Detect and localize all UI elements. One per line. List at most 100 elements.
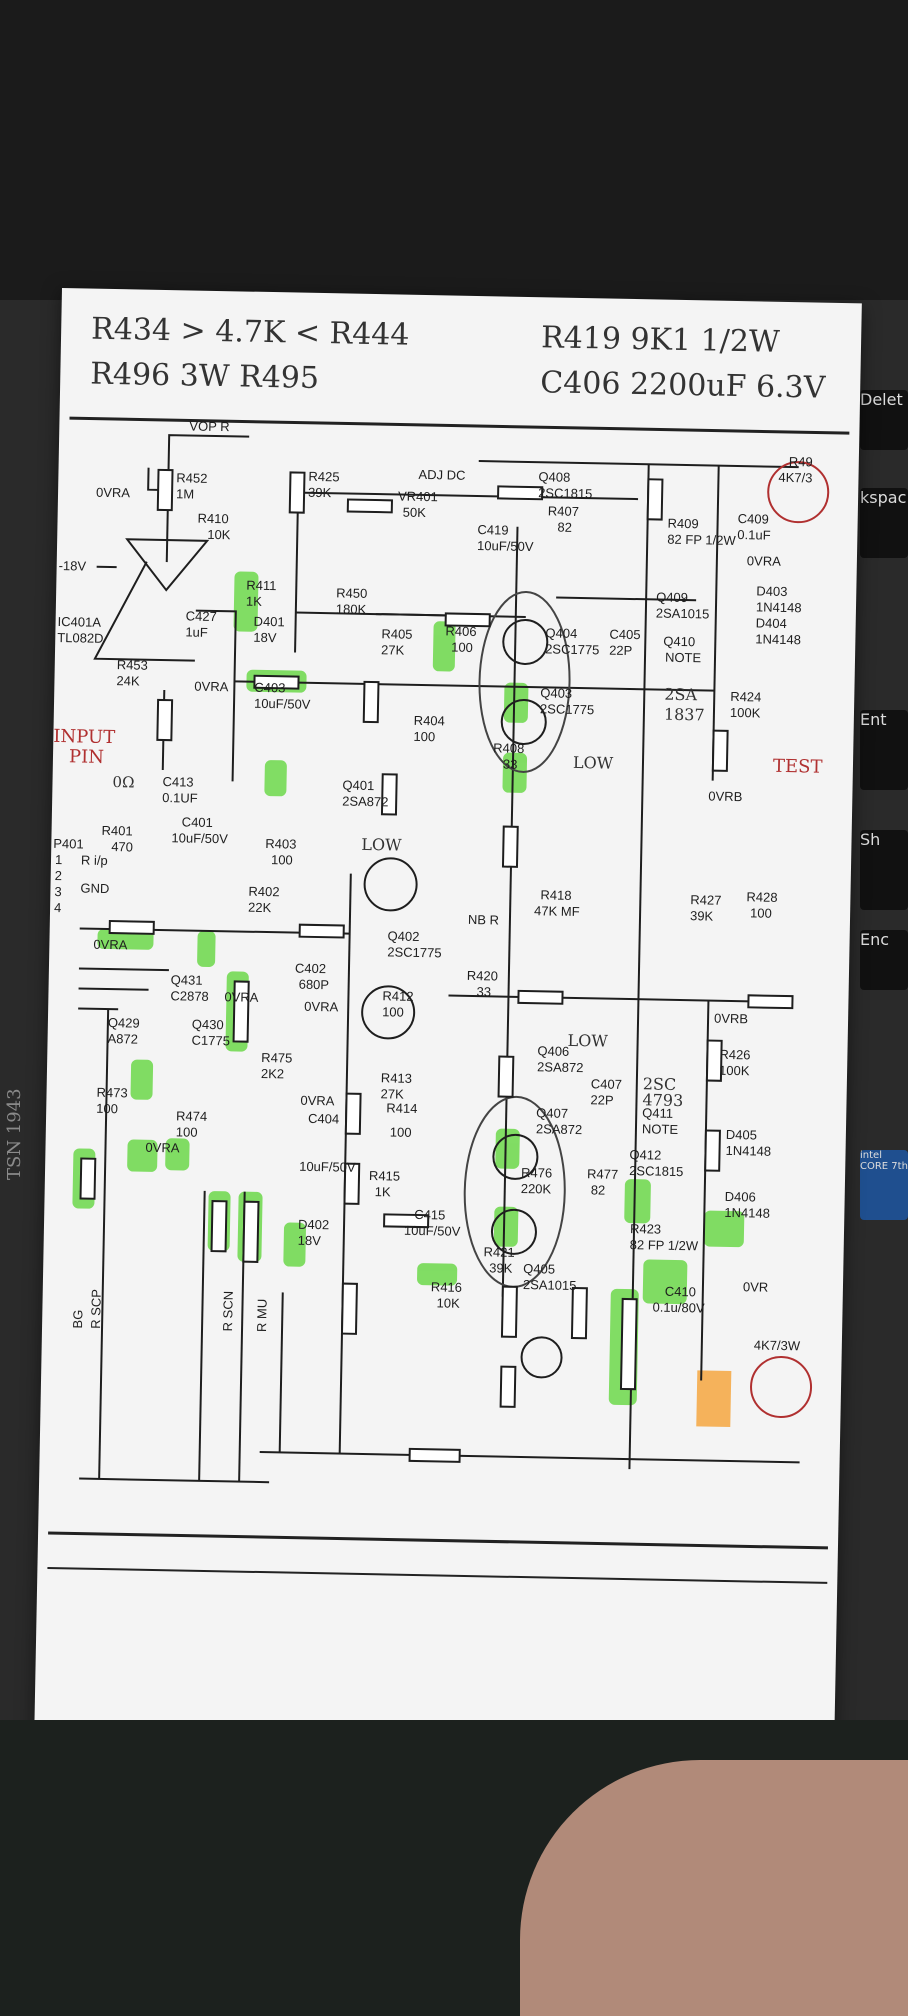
svg-text:C415: C415 [414,1207,445,1223]
hand [520,1760,908,2016]
svg-text:Q411: Q411 [642,1105,673,1121]
svg-text:0VRA: 0VRA [96,485,131,501]
svg-text:ADJ DC: ADJ DC [418,467,465,483]
svg-text:0.1u/80V: 0.1u/80V [652,1300,705,1316]
svg-text:NOTE: NOTE [642,1121,679,1137]
svg-text:C409: C409 [738,511,769,527]
svg-text:22P: 22P [590,1092,613,1107]
svg-text:1N4148: 1N4148 [755,631,801,647]
svg-text:2SC1775: 2SC1775 [387,944,441,960]
svg-text:R418: R418 [540,887,571,903]
svg-text:C405: C405 [609,627,640,643]
svg-text:18V: 18V [253,630,277,645]
svg-text:R411: R411 [246,578,276,594]
svg-text:R408: R408 [493,740,524,756]
svg-text:R496 3W R495: R496 3W R495 [90,357,319,396]
svg-text:100K: 100K [719,1063,750,1079]
svg-text:R421: R421 [483,1244,514,1260]
svg-text:33: 33 [503,757,518,772]
svg-text:R49: R49 [789,454,813,469]
svg-text:R475: R475 [261,1050,292,1066]
circuit-wires [78,434,800,1484]
svg-text:1uF: 1uF [185,624,208,639]
svg-text:4793: 4793 [642,1090,683,1110]
svg-text:100: 100 [96,1101,118,1116]
svg-text:100K: 100K [730,705,761,721]
svg-text:2K2: 2K2 [261,1066,284,1081]
svg-text:100: 100 [451,640,473,655]
svg-text:C407: C407 [591,1076,622,1092]
svg-text:R409: R409 [667,516,698,532]
svg-text:2SC1815: 2SC1815 [538,485,592,501]
svg-text:Q408: Q408 [538,469,570,485]
svg-text:C419: C419 [477,522,508,538]
svg-text:R407: R407 [548,503,579,519]
svg-text:10uF/50V: 10uF/50V [299,1159,356,1175]
svg-text:2: 2 [55,868,63,883]
svg-text:0VRA: 0VRA [747,553,782,569]
svg-text:2SA872: 2SA872 [536,1121,583,1137]
svg-text:100: 100 [271,852,293,867]
svg-text:R414: R414 [386,1100,417,1116]
svg-text:R401: R401 [101,823,132,839]
svg-text:0.1uF: 0.1uF [737,527,771,543]
svg-text:VR401: VR401 [398,488,438,504]
svg-text:R452: R452 [176,470,207,486]
svg-text:R473: R473 [96,1085,127,1101]
svg-text:R423: R423 [630,1221,661,1237]
svg-text:0VRA: 0VRA [145,1140,180,1156]
svg-text:INPUT: INPUT [53,726,115,748]
svg-text:24K: 24K [116,673,140,688]
svg-text:100: 100 [176,1124,198,1139]
svg-text:4: 4 [54,900,62,915]
svg-text:100: 100 [390,1124,412,1139]
svg-text:Q401: Q401 [342,777,374,793]
transistor-symbols [125,461,830,1419]
svg-text:R426: R426 [719,1047,750,1063]
svg-text:2SA1015: 2SA1015 [523,1277,577,1293]
svg-text:D405: D405 [726,1127,757,1143]
svg-text:1N4148: 1N4148 [725,1143,771,1159]
resistor-symbols [79,468,794,1463]
svg-text:R412: R412 [382,988,413,1004]
svg-text:Q404: Q404 [545,625,577,641]
svg-text:0VRA: 0VRA [93,937,128,953]
intel-sticker: intel CORE 7th [860,1150,908,1220]
svg-text:Q429: Q429 [108,1015,140,1031]
svg-text:0VRB: 0VRB [714,1011,748,1027]
svg-text:10uF/50V: 10uF/50V [477,538,534,554]
svg-text:50K: 50K [403,505,427,520]
svg-text:22K: 22K [248,900,272,915]
svg-text:10uF/50V: 10uF/50V [254,696,311,712]
svg-text:R SCP: R SCP [88,1289,104,1329]
svg-text:2SC1815: 2SC1815 [629,1163,683,1179]
svg-text:39K: 39K [690,908,714,923]
svg-text:R i/p: R i/p [81,852,108,868]
svg-text:R SCN: R SCN [220,1291,236,1332]
laptop-screen-edge [0,0,908,300]
svg-text:A872: A872 [107,1031,138,1047]
key-enter: Ent [860,710,908,790]
svg-text:10K: 10K [207,527,231,542]
svg-text:39K: 39K [489,1260,513,1275]
svg-text:R474: R474 [176,1108,207,1124]
svg-text:1K: 1K [246,594,263,609]
label-vopr: VOP R [189,418,229,434]
svg-text:0VRB: 0VRB [708,789,742,805]
svg-text:2SC1775: 2SC1775 [540,701,594,717]
svg-text:2SA872: 2SA872 [537,1059,584,1075]
svg-text:D402: D402 [298,1217,329,1233]
svg-text:LOW: LOW [361,835,402,855]
svg-text:C403: C403 [254,680,285,696]
svg-text:R425: R425 [308,469,339,485]
svg-text:R415: R415 [369,1168,400,1184]
svg-text:TEST: TEST [773,756,823,778]
svg-text:22P: 22P [609,643,632,658]
svg-text:D403: D403 [756,583,787,599]
svg-text:IC401A: IC401A [57,614,101,630]
svg-text:1K: 1K [375,1184,392,1199]
svg-text:1N4148: 1N4148 [756,599,802,615]
svg-text:Q405: Q405 [523,1261,555,1277]
svg-text:R419 9K1 1/2W: R419 9K1 1/2W [541,320,780,360]
